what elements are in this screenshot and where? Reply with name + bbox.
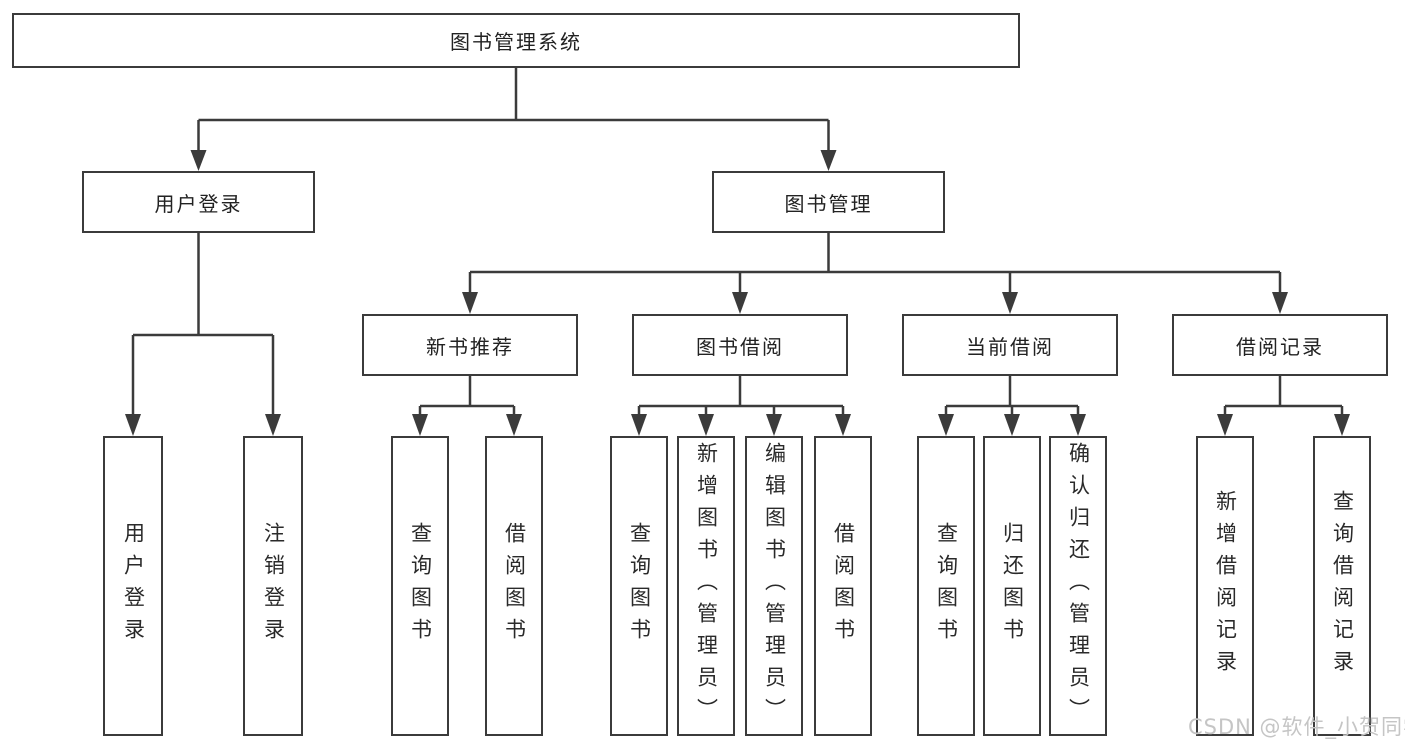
- csdn-watermark: CSDN @软件_小贺同学: [1188, 715, 1405, 739]
- node-book-borrow: 图书借阅: [632, 314, 848, 376]
- leaf-current-borrow-return-books: 归还图书: [983, 436, 1041, 736]
- leaf-book-borrow-add-books-admin-label: 新增图书（管理员）: [694, 442, 719, 730]
- connector-book-mgmt-to-level3: [462, 233, 1288, 314]
- node-root: 图书管理系统: [12, 13, 1020, 68]
- connector-borrow-record-to-leaves: [1217, 376, 1350, 436]
- node-new-book-recommend-label: 新书推荐: [426, 334, 514, 359]
- leaf-current-borrow-query-books: 查询图书: [917, 436, 975, 736]
- node-current-borrow-label: 当前借阅: [966, 334, 1054, 359]
- connector-new-recommend-to-leaves: [412, 376, 522, 436]
- node-root-label: 图书管理系统: [450, 30, 582, 54]
- leaf-book-borrow-add-books-admin: 新增图书（管理员）: [677, 436, 735, 736]
- leaf-book-borrow-edit-books-admin-label: 编辑图书（管理员）: [762, 442, 787, 730]
- leaf-book-borrow-query-books-label: 查询图书: [627, 522, 652, 650]
- leaf-current-borrow-return-books-label: 归还图书: [1000, 522, 1025, 650]
- node-book-management: 图书管理: [712, 171, 945, 233]
- leaf-current-borrow-query-books-label: 查询图书: [934, 522, 959, 650]
- leaf-borrow-record-add-label: 新增借阅记录: [1213, 490, 1238, 682]
- leaf-new-recommend-borrow-books: 借阅图书: [485, 436, 543, 736]
- connector-current-borrow-to-leaves: [938, 376, 1086, 436]
- leaf-user-login: 用户登录: [103, 436, 163, 736]
- node-current-borrow: 当前借阅: [902, 314, 1118, 376]
- leaf-new-recommend-query-books: 查询图书: [391, 436, 449, 736]
- node-borrow-record: 借阅记录: [1172, 314, 1388, 376]
- node-user-login-label: 用户登录: [154, 191, 243, 216]
- node-user-login: 用户登录: [82, 171, 315, 233]
- leaf-logout: 注销登录: [243, 436, 303, 736]
- leaf-book-borrow-query-books: 查询图书: [610, 436, 668, 736]
- leaf-borrow-record-add: 新增借阅记录: [1196, 436, 1254, 736]
- connector-book-borrow-to-leaves: [631, 376, 851, 436]
- leaf-book-borrow-borrow-books: 借阅图书: [814, 436, 872, 736]
- leaf-borrow-record-query: 查询借阅记录: [1313, 436, 1371, 736]
- node-borrow-record-label: 借阅记录: [1236, 334, 1324, 359]
- node-new-book-recommend: 新书推荐: [362, 314, 578, 376]
- leaf-current-borrow-confirm-return-admin: 确认归还（管理员）: [1049, 436, 1107, 736]
- leaf-user-login-label: 用户登录: [121, 522, 146, 650]
- leaf-logout-label: 注销登录: [261, 522, 286, 650]
- connector-root-to-level2: [190, 68, 837, 171]
- leaf-current-borrow-confirm-return-admin-label: 确认归还（管理员）: [1066, 442, 1091, 730]
- leaf-new-recommend-query-books-label: 查询图书: [408, 522, 433, 650]
- node-book-management-label: 图书管理: [784, 191, 873, 216]
- leaf-book-borrow-borrow-books-label: 借阅图书: [831, 522, 856, 650]
- leaf-borrow-record-query-label: 查询借阅记录: [1330, 490, 1355, 682]
- node-book-borrow-label: 图书借阅: [696, 334, 784, 359]
- leaf-book-borrow-edit-books-admin: 编辑图书（管理员）: [745, 436, 803, 736]
- connector-user-login-to-leaves: [125, 233, 281, 436]
- leaf-new-recommend-borrow-books-label: 借阅图书: [502, 522, 527, 650]
